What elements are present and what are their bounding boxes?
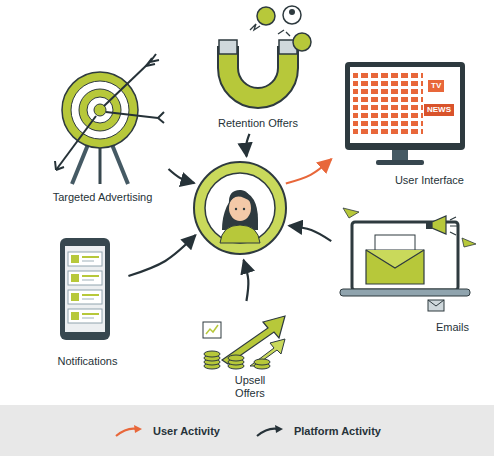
icon-node: User Interface (335, 55, 470, 187)
target-icon (55, 54, 164, 184)
icon-node: Retention Offers (205, 4, 311, 130)
monitor-icon (345, 62, 465, 165)
phone-icon (60, 238, 110, 340)
legend-entry: User Activity (113, 423, 220, 439)
node-label: Emails (434, 321, 471, 334)
legend-label: User Activity (153, 425, 220, 437)
node-label: Targeted Advertising (51, 191, 155, 204)
flow-arrow (286, 159, 332, 183)
icon-node: Upsell Offers (198, 305, 302, 400)
node-label: Retention Offers (216, 117, 300, 130)
avatar-circle (192, 160, 288, 256)
icon-node: Notifications (50, 234, 125, 368)
screen-tag: TV (428, 80, 444, 92)
node-label: Upsell Offers (222, 374, 278, 400)
legend-label: Platform Activity (294, 425, 381, 437)
icon-node: Targeted Advertising (40, 62, 165, 204)
flow-arrow (169, 169, 195, 183)
email-laptop-icon (340, 208, 476, 311)
legend-band (0, 405, 494, 456)
flow-arrow (246, 134, 249, 156)
flow-arrow (289, 226, 331, 241)
icon-node: Emails (335, 202, 475, 334)
node-label: Notifications (56, 355, 120, 368)
flow-arrow (128, 235, 195, 276)
magnet-icon (219, 6, 311, 98)
node-label: User Interface (393, 174, 466, 187)
legend-arrow (254, 423, 286, 439)
legend-entry: Platform Activity (254, 423, 381, 439)
flow-arrow (244, 260, 249, 301)
upsell-icon (203, 316, 285, 369)
legend-arrow (113, 423, 145, 439)
avatar-graphic (192, 160, 288, 256)
legend: User Activity Platform Activity (0, 405, 494, 456)
screen-tag: NEWS (424, 104, 454, 116)
